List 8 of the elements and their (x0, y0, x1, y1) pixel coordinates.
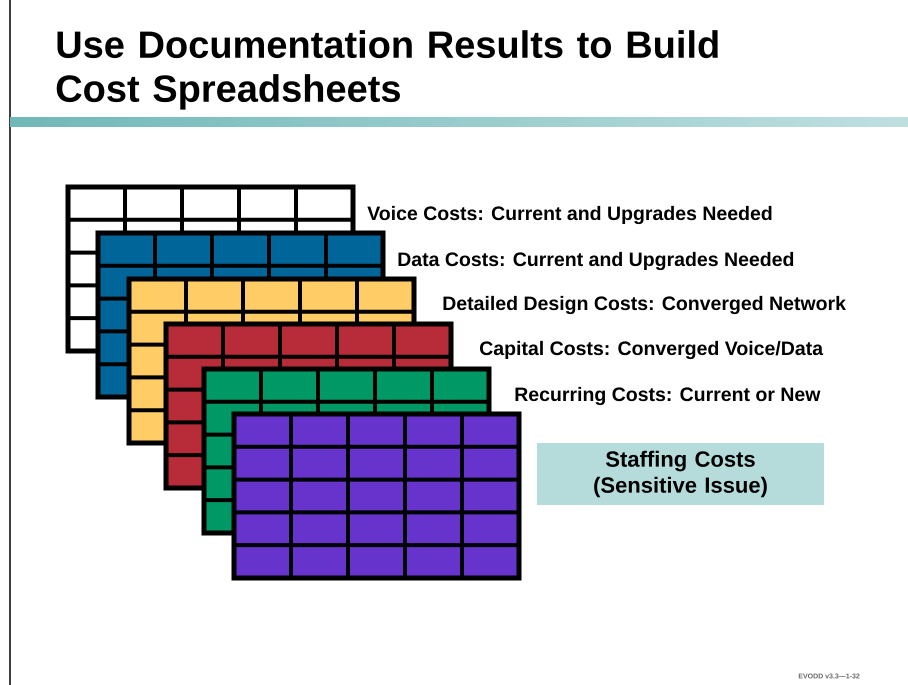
spreadsheet-drawing (232, 411, 522, 580)
sheet-caption: Capital Costs: Converged Voice/Data (480, 340, 824, 360)
sheet-caption: Voice Costs: Current and Upgrades Needed (367, 206, 772, 224)
sheet-caption: Detailed Design Costs: Converged Network (444, 296, 846, 314)
sheet-caption: Data Costs: Current and Upgrades Needed (398, 252, 794, 270)
slide-title: Use Documentation Results to Build Cost Spreadsheets (56, 30, 718, 110)
callout-box: Staffing Costs (Sensitive Issue) (537, 442, 824, 505)
sheet-caption: Recurring Costs: Current or New (516, 386, 820, 406)
